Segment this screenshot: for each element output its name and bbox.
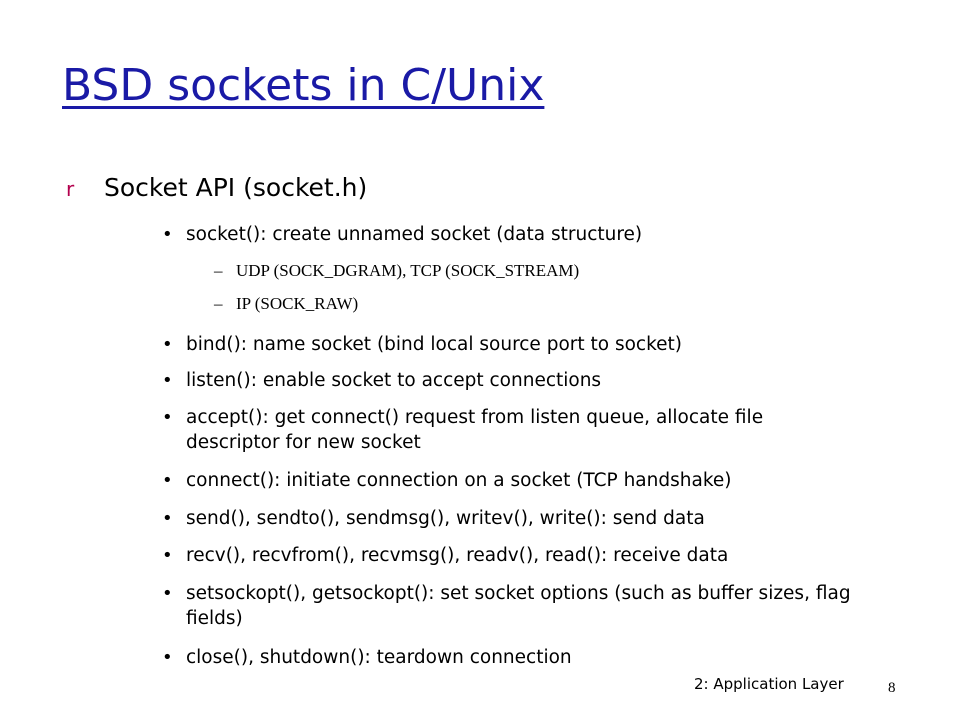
sub-item-text: IP (SOCK_RAW)	[236, 294, 359, 313]
sub-item-udp-tcp: – UDP (SOCK_DGRAM), TCP (SOCK_STREAM)	[214, 259, 579, 283]
bullet-icon: •	[162, 545, 173, 566]
dash-icon: –	[214, 294, 223, 313]
sub-item-ip: – IP (SOCK_RAW)	[214, 292, 358, 316]
bullet-item-socket: • socket(): create unnamed socket (data …	[162, 222, 862, 247]
bullet-item-accept: • accept(): get connect() request from l…	[162, 405, 862, 455]
dash-icon: –	[214, 261, 223, 280]
bullet-item-listen: • listen(): enable socket to accept conn…	[162, 368, 862, 393]
bullet-icon: •	[162, 224, 173, 245]
bullet-item-close: • close(), shutdown(): teardown connecti…	[162, 645, 862, 670]
bullet-icon: •	[162, 470, 173, 491]
bullet-item-setsockopt: • setsockopt(), getsockopt(): set socket…	[162, 581, 862, 631]
level1-bullet: r Socket API (socket.h)	[66, 172, 367, 204]
bullet-icon: •	[162, 407, 173, 428]
bullet-item-send: • send(), sendto(), sendmsg(), writev(),…	[162, 506, 862, 531]
bullet-item-text: accept(): get connect() request from lis…	[186, 407, 764, 453]
page-number: 8	[888, 680, 896, 696]
level1-bullet-text: Socket API (socket.h)	[104, 173, 368, 202]
bullet-icon: •	[162, 647, 173, 668]
bullet-item-bind: • bind(): name socket (bind local source…	[162, 332, 862, 357]
bullet-item-recv: • recv(), recvfrom(), recvmsg(), readv()…	[162, 543, 862, 568]
bullet-item-text: bind(): name socket (bind local source p…	[186, 334, 682, 355]
sub-item-text: UDP (SOCK_DGRAM), TCP (SOCK_STREAM)	[236, 261, 580, 280]
bullet-item-text: setsockopt(), getsockopt(): set socket o…	[186, 583, 851, 629]
bullet-item-text: socket(): create unnamed socket (data st…	[186, 224, 643, 245]
level1-bullet-marker-icon: r	[66, 177, 75, 201]
bullet-icon: •	[162, 334, 173, 355]
bullet-icon: •	[162, 508, 173, 529]
bullet-item-text: recv(), recvfrom(), recvmsg(), readv(), …	[186, 545, 729, 566]
slide-title: BSD sockets in C/Unix	[62, 60, 545, 111]
bullet-item-text: send(), sendto(), sendmsg(), writev(), w…	[186, 508, 705, 529]
bullet-icon: •	[162, 370, 173, 391]
footer-label: 2: Application Layer	[694, 675, 844, 693]
bullet-item-text: listen(): enable socket to accept connec…	[186, 370, 602, 391]
bullet-icon: •	[162, 583, 173, 604]
bullet-item-connect: • connect(): initiate connection on a so…	[162, 468, 862, 493]
bullet-item-text: close(), shutdown(): teardown connection	[186, 647, 572, 668]
bullet-item-text: connect(): initiate connection on a sock…	[186, 470, 732, 491]
